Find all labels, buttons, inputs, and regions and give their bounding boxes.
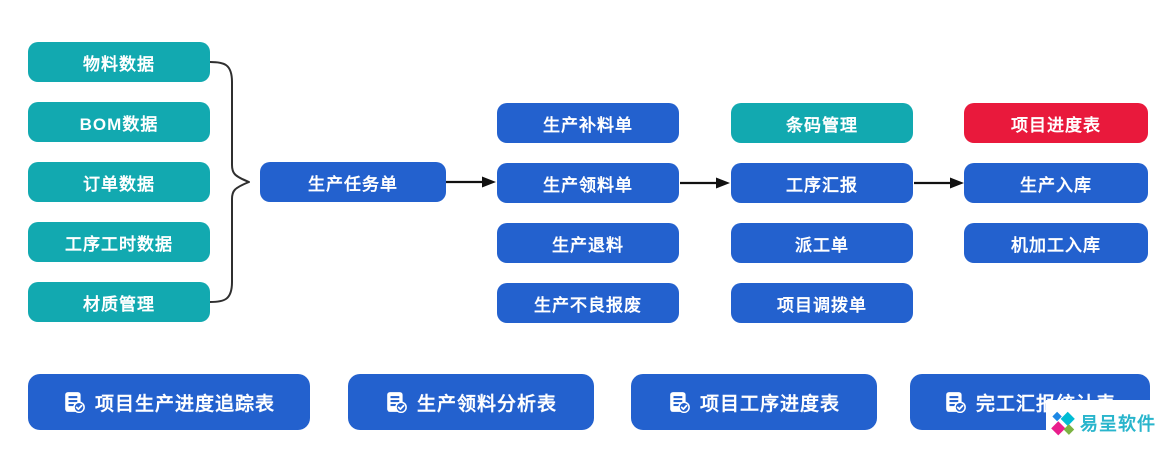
report-icon xyxy=(670,392,690,413)
node-label: 项目调拨单 xyxy=(777,295,867,315)
node-label: 工序工时数据 xyxy=(65,234,173,254)
node-label: 生产补料单 xyxy=(543,115,633,135)
node-order-data[interactable]: 订单数据 xyxy=(28,162,210,202)
report-label: 项目工序进度表 xyxy=(699,393,840,415)
report-label: 生产领料分析表 xyxy=(416,393,557,415)
arrow-right-icon xyxy=(914,177,964,189)
node-label: 机加工入库 xyxy=(1011,235,1101,255)
node-label: 订单数据 xyxy=(83,174,155,194)
node-production-inbound[interactable]: 生产入库 xyxy=(964,163,1148,203)
node-label: BOM数据 xyxy=(79,114,159,134)
node-supplement-order[interactable]: 生产补料单 xyxy=(497,103,679,143)
node-label: 工序汇报 xyxy=(786,175,858,195)
node-process-hours-data[interactable]: 工序工时数据 xyxy=(28,222,210,262)
node-material-return[interactable]: 生产退料 xyxy=(497,223,679,263)
node-material-quality[interactable]: 材质管理 xyxy=(28,282,210,322)
node-production-task[interactable]: 生产任务单 xyxy=(260,162,446,202)
report-project-process-schedule[interactable]: 项目工序进度表 xyxy=(631,374,877,430)
node-label: 条码管理 xyxy=(786,115,858,135)
node-label: 项目进度表 xyxy=(1011,115,1101,135)
node-process-report[interactable]: 工序汇报 xyxy=(731,163,913,203)
report-icon xyxy=(65,392,85,413)
report-project-production-tracking[interactable]: 项目生产进度追踪表 xyxy=(28,374,310,430)
node-label: 生产入库 xyxy=(1020,175,1092,195)
node-barcode-management[interactable]: 条码管理 xyxy=(731,103,913,143)
node-label: 材质管理 xyxy=(83,294,155,314)
node-material-data[interactable]: 物料数据 xyxy=(28,42,210,82)
arrow-right-icon xyxy=(680,177,730,189)
arrow-right-icon xyxy=(446,176,496,188)
node-label: 生产不良报废 xyxy=(534,295,642,315)
node-label: 派工单 xyxy=(795,235,849,255)
node-defect-scrap[interactable]: 生产不良报废 xyxy=(497,283,679,323)
node-dispatch-order[interactable]: 派工单 xyxy=(731,223,913,263)
node-label: 物料数据 xyxy=(83,54,155,74)
vendor-logo: 易呈软件 xyxy=(1046,400,1167,445)
node-label: 生产任务单 xyxy=(308,174,398,194)
logo-diamond-icon xyxy=(1051,411,1075,435)
node-project-transfer-order[interactable]: 项目调拨单 xyxy=(731,283,913,323)
report-icon xyxy=(946,392,966,413)
vendor-logo-text: 易呈软件 xyxy=(1080,413,1156,434)
report-picking-analysis[interactable]: 生产领料分析表 xyxy=(348,374,594,430)
node-bom-data[interactable]: BOM数据 xyxy=(28,102,210,142)
report-label: 项目生产进度追踪表 xyxy=(94,393,275,415)
node-machining-inbound[interactable]: 机加工入库 xyxy=(964,223,1148,263)
node-label: 生产退料 xyxy=(552,235,624,255)
brace-connector xyxy=(210,61,250,303)
node-picking-order[interactable]: 生产领料单 xyxy=(497,163,679,203)
node-project-schedule[interactable]: 项目进度表 xyxy=(964,103,1148,143)
node-label: 生产领料单 xyxy=(543,175,633,195)
report-icon xyxy=(387,392,407,413)
